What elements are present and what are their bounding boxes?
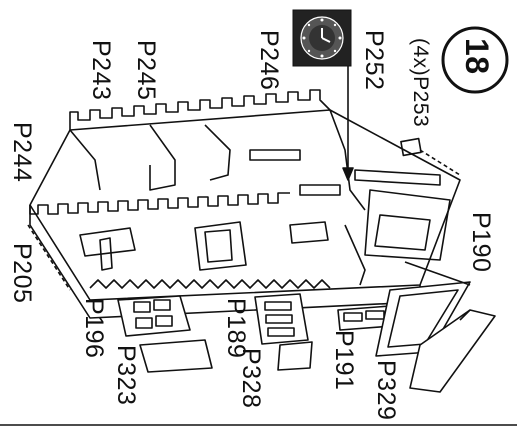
bottom-wall (89, 279, 331, 289)
left-wall (29, 192, 290, 215)
part-label-p191: P191 (330, 330, 358, 391)
top-wall (69, 89, 331, 130)
part-label-p196: P196 (80, 298, 108, 359)
step-circle-icon (441, 26, 509, 94)
part-label-p190: P190 (467, 212, 495, 273)
part-p196-piece (117, 295, 191, 337)
part-label-p246: P246 (255, 30, 283, 91)
part-label-p323: P323 (112, 345, 140, 406)
part-label-p205: P205 (8, 243, 36, 304)
part-p328-piece (254, 293, 309, 345)
arrow-head (342, 167, 354, 181)
step-number: 18 (459, 38, 495, 75)
clock-face-icon (292, 9, 352, 67)
base-plate (29, 109, 461, 301)
part-p323-piece (139, 339, 213, 373)
part-label-p253: (4x)P253 (409, 38, 432, 128)
part-label-p329: P329 (372, 360, 400, 421)
part-p253-piece (400, 137, 422, 157)
part-label-p252: P252 (360, 30, 388, 91)
part-label-p328: P328 (237, 348, 265, 409)
part-label-p244: P244 (8, 122, 36, 183)
part-label-p243: P243 (87, 40, 115, 101)
part-label-p245: P245 (132, 40, 160, 101)
part-p329-piece (409, 309, 496, 393)
part-p328-plate (277, 341, 313, 371)
